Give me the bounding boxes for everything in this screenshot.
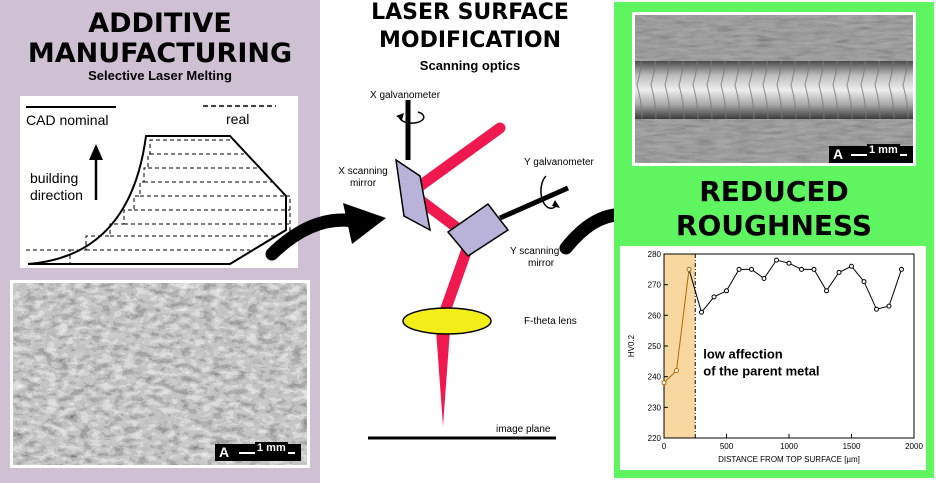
y-tick-label: 260 [648,311,662,320]
x-tick-label: 2000 [905,442,923,451]
data-point [736,266,742,272]
laser-beam [414,122,506,320]
am-title-line1: ADDITIVE [88,8,232,39]
treated-scale-bar: A 1 mm [829,144,913,163]
y-tick-label: 240 [648,373,662,382]
plot-frame [663,253,915,439]
f-theta-lens-label: F-theta lens [524,316,577,327]
data-point [686,266,692,272]
y-mirror-label-line1: Y scanning [510,246,560,257]
annotation-line1: low affection [703,346,783,361]
lsm-title-line1: LASER SURFACE [371,0,569,25]
hardness-chart-svg: 0 500 1000 1500 2000 220 230 240 250 260 270 280HV0… [627,250,923,464]
y-tick-label: 230 [648,403,662,412]
y-scanning-mirror [446,202,510,257]
data-point [761,276,767,282]
treated-scale-letter: A [833,146,844,162]
data-point [724,288,729,294]
data-point [749,266,754,272]
cad-diagram: CAD nominal real building direction [20,96,298,268]
am-subtitle: Selective Laser Melting [88,68,232,83]
data-point [824,288,829,294]
x-tick-label: 1500 [843,442,861,451]
x-mirror-label-line2: mirror [349,178,377,189]
data-point [699,309,704,315]
cad-diagram-drawing [26,105,291,265]
data-point [786,260,792,266]
data-point [774,257,779,263]
y-tick-label: 280 [648,250,662,259]
data-point [886,303,892,309]
f-theta-lens [402,307,492,335]
data-point [874,306,879,312]
data-point [811,266,817,272]
lsm-subtitle: Scanning optics [419,58,521,73]
slm-scale-bar: A 1 mm [215,442,301,461]
x-galvanometer-label: X galvanometer [370,90,441,101]
focused-beam [436,330,450,426]
treated-surface-photo-frame: A 1 mm [632,12,916,166]
y-tick-label: 270 [648,281,662,290]
reduced-roughness-panel: A 1 mm REDUCED ROUGHNESS 0 500 1000 1500 200… [614,2,934,478]
x-scanning-mirror [395,158,432,232]
rr-title-line1: REDUCED [699,175,849,208]
y-axis-label: HV0.2 [627,334,636,357]
additive-manufacturing-panel: ADDITIVE MANUFACTURING Selective Laser M… [0,0,320,483]
x-rotation-icon [399,111,425,124]
legend-cad-nominal: CAD nominal [26,112,109,128]
data-point [861,279,867,285]
arrow-left-to-center [265,213,367,261]
data-point [674,368,679,374]
data-point [836,269,842,275]
slm-surface-photo [13,283,307,465]
y-mirror-label-line2: mirror [528,258,555,269]
lsm-title-line2: MODIFICATION [378,28,562,53]
rr-title-line2: ROUGHNESS [675,209,873,242]
slm-surface-photo-frame: A 1 mm [10,280,310,468]
building-direction-line1: building [30,170,79,186]
data-point [661,380,667,386]
slm-scale-letter: A [219,444,230,460]
x-axis-label: DISTANCE FROM TOP SURFACE [µm] [718,455,860,464]
image-plane-label: image plane [496,424,551,435]
x-tick-label: 500 [720,442,734,451]
y-galvanometer-label: Y galvanometer [524,157,594,168]
legend-real: real [226,111,250,127]
series-line-base [688,259,902,314]
am-title-line2: MANUFACTURING [27,38,293,69]
treated-surface-photo [635,15,913,163]
data-point [711,294,717,300]
x-tick-label: 0 [662,442,667,451]
data-point [899,266,904,272]
y-tick-label: 250 [648,342,662,351]
annotation-line2: of the parent metal [703,363,819,378]
data-point [849,263,854,269]
building-direction-line2: direction [30,187,83,203]
data-point [799,266,804,272]
y-rotation-icon [540,175,557,209]
y-tick-label: 220 [648,434,662,443]
slm-scale-text: 1 mm [255,442,288,454]
x-tick-label: 1000 [780,442,798,451]
x-mirror-label-line1: X scanning [338,166,388,177]
treated-scale-text: 1 mm [867,144,900,156]
arrow-left-to-center-head [343,203,386,244]
